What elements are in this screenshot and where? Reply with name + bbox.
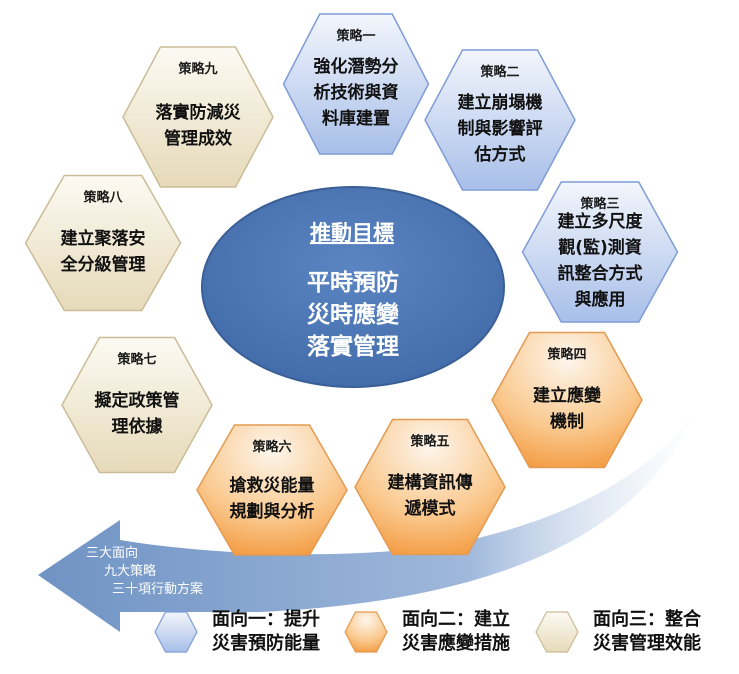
strategy-text-line: 訊整合方式 [558,263,643,284]
strategy-text-line: 建立崩塌機 [458,92,543,113]
strategy-tag: 策略一 [336,28,375,44]
legend-label: 面向三：整合 [593,608,702,630]
strategy-text-line: 觀(監)測資 [558,237,642,258]
strategy-text-line: 搶救災能量 [230,475,315,496]
hexagon-shape [354,418,506,556]
arrow-label-2: 九大策略 [104,563,156,579]
center-title: 推動目標 [310,221,394,245]
flow-arrow-shape [38,395,700,632]
legend-swatch [154,611,198,653]
strategy-text-line: 強化潛勢分 [314,56,399,77]
strategy-tag: 策略四 [547,347,586,363]
hexagon-shape [61,336,213,474]
strategy-text-line: 建立多尺度 [558,211,644,232]
hexagon-shape [282,13,430,155]
strategy-text-line: 理依據 [112,416,164,437]
strategy-text-line: 管理成效 [164,128,232,149]
legend-label: 面向二：建立 [402,608,510,630]
legend-label: 災害應變措施 [402,632,510,654]
center-line-1: 平時預防 [307,269,399,296]
hexagon-shape [122,46,274,188]
flow-arrow: 三大面向 九大策略 三十項行動方案 [38,395,700,632]
center-goal: 推動目標 平時預防 災時應變 落實管理 [201,186,505,388]
legend-swatch [344,611,388,653]
strategy-text-line: 機制 [550,411,584,432]
strategy-text-line: 析技術與資 [314,82,399,103]
arrow-label-1: 三大面向 [86,545,138,561]
strategy-text-line: 遞模式 [405,498,456,519]
center-line-2: 災時應變 [307,301,400,328]
legend-label: 面向一：提升 [212,608,320,630]
hexagon-shape [24,174,182,312]
strategy-text-line: 制與影響評 [458,118,543,139]
strategy-text-line: 建構資訊傳 [388,472,473,493]
center-ellipse [201,186,505,388]
hexagon-shape [521,181,679,323]
strategy-tag: 策略九 [178,61,217,77]
legend-label: 災害預防能量 [212,632,320,654]
legend-label: 災害管理效能 [593,632,701,654]
strategy-text-line: 估方式 [474,144,526,165]
strategy-text-line: 料庫建置 [322,108,390,129]
strategy-tag: 策略七 [117,352,156,368]
hexagon-shape [491,331,643,469]
strategy-tag: 策略三 [580,196,619,212]
strategy-tag: 策略五 [410,434,449,450]
strategy-text-line: 建立聚落安 [61,228,146,249]
strategy-text-line: 落實防減災 [156,102,242,123]
hexagon-shape [424,49,576,191]
strategy-text-line: 全分級管理 [60,254,146,275]
strategy-text-line: 與應用 [575,289,626,310]
strategy-text-line: 建立應變 [533,385,602,406]
strategy-tag: 策略八 [83,190,123,206]
legend-swatch [535,611,579,653]
strategy-tag: 策略六 [252,439,291,455]
strategy-hexagons: 策略一強化潛勢分析技術與資料庫建置策略二建立崩塌機制與影響評估方式策略三建立多尺… [24,13,679,556]
hexagon-shape [196,424,348,556]
strategy-text-line: 規劃與分析 [230,501,315,522]
center-line-3: 落實管理 [307,333,399,360]
arrow-label-3: 三十項行動方案 [112,581,203,597]
strategy-tag: 策略二 [480,64,519,80]
strategy-text-line: 擬定政策管 [95,390,180,411]
